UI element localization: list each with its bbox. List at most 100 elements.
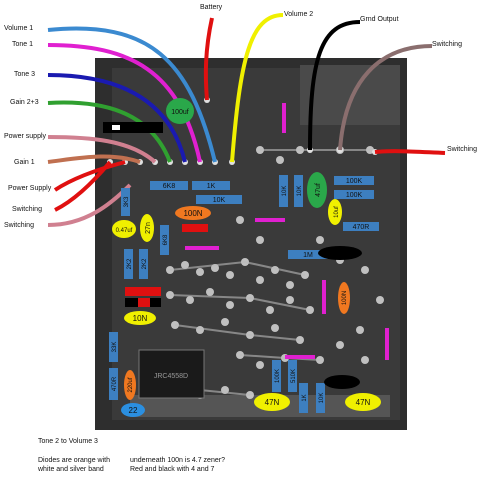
res-6k8-top — [150, 181, 188, 190]
label-gain23: Gain 2+3 — [10, 99, 39, 106]
cap-27n — [140, 214, 154, 242]
wire-switching-l1 — [54, 160, 112, 212]
res-470r-low — [109, 368, 118, 400]
cap-22 — [121, 403, 145, 417]
ic-chip-label: JRC4558D — [154, 373, 188, 380]
label-switching-l1: Switching — [12, 206, 42, 213]
wire-switching-r1 — [338, 44, 433, 151]
wire-gain1 — [47, 154, 141, 164]
cap-047uf-label: 0.47uf — [116, 228, 133, 234]
cap-100uf-label: 100uf — [171, 109, 189, 116]
note-diodes-2: white and silver band — [38, 466, 104, 473]
wire-power2 — [53, 160, 126, 192]
res-100k-low — [272, 360, 281, 392]
jumper-1 — [282, 103, 286, 133]
cap-47uf — [307, 172, 327, 208]
label-switching-l2: Switching — [4, 222, 34, 229]
black-oval-1 — [318, 246, 362, 260]
res-100k-b — [334, 190, 374, 199]
white-strip — [112, 125, 120, 130]
res-10k-low — [316, 383, 325, 413]
cap-100n-top — [175, 206, 211, 220]
res-10k-top-label: 10K — [213, 197, 226, 204]
res-6k8-mid-label: 6K8 — [163, 234, 169, 245]
wire-volume1 — [47, 26, 217, 163]
note-zener-2: Red and black with 4 and 7 — [130, 466, 215, 473]
res-2k2-a — [124, 249, 133, 279]
wire-battery — [203, 17, 214, 101]
wire-gain23 — [47, 100, 172, 163]
res-470r — [343, 222, 379, 231]
res-10k-mid-label: 10K — [282, 186, 288, 197]
res-470r-label: 470R — [353, 224, 370, 231]
res-100k-a — [334, 176, 374, 185]
label-power1: Power supply — [4, 133, 47, 140]
res-10k-mid — [279, 175, 288, 207]
res-33k — [109, 332, 118, 362]
cap-47n-a — [254, 393, 290, 411]
res-6k8-top-label: 6K8 — [163, 183, 176, 190]
res-10k-top — [196, 195, 242, 204]
cap-27n-label: 27n — [145, 222, 152, 234]
cap-47uf-label: 47uf — [315, 183, 322, 197]
wire-switching-r2 — [374, 149, 446, 155]
pcb-corner — [300, 65, 400, 125]
label-tone1: Tone 1 — [12, 41, 34, 48]
cap-220uf — [124, 370, 136, 400]
red-black-component-1 — [125, 287, 161, 296]
res-3k3-label: 3K3 — [124, 196, 130, 207]
jumper-6 — [385, 328, 389, 360]
res-3k3 — [121, 188, 130, 216]
res-510k — [288, 360, 297, 392]
cap-47n-a-label: 47N — [265, 398, 280, 407]
wire-power1 — [47, 135, 157, 164]
cap-10uf-label: 10uf — [334, 206, 340, 218]
cap-100uf — [166, 98, 194, 124]
res-1k-low — [299, 383, 308, 413]
note-zener-1: underneath 100n is 4.7 zener? — [130, 457, 225, 464]
res-1m-label: 1M — [303, 252, 313, 259]
label-switching-r1: Switching — [432, 41, 462, 48]
jumper-5 — [285, 355, 315, 359]
cap-047uf — [112, 220, 136, 238]
res-510k-label: 510K — [291, 369, 297, 383]
res-100k-low-label: 100K — [275, 369, 281, 383]
res-2k2-b — [139, 249, 148, 279]
res-10k-low-label: 10K — [319, 393, 325, 404]
res-470r-low-label: 470R — [112, 376, 118, 391]
label-grnd-output: Grnd Output — [360, 16, 399, 23]
cap-100n-top-label: 100N — [183, 209, 202, 218]
jumper-3 — [185, 246, 219, 250]
cap-100n-right-label: 100N — [342, 291, 348, 305]
res-2k2-b-label: 2K2 — [142, 258, 148, 269]
label-power2: Power Supply — [8, 185, 52, 192]
res-1k-top — [192, 181, 230, 190]
cap-22-label: 22 — [129, 406, 138, 415]
res-2k2-a-label: 2K2 — [127, 258, 133, 269]
res-100k-a-label: 100K — [346, 178, 363, 185]
label-gain1: Gain 1 — [14, 159, 35, 166]
wire-volume2 — [230, 13, 284, 163]
res-1k-low-label: 1K — [302, 394, 308, 401]
cap-100n-right — [338, 282, 350, 314]
note-tone: Tone 2 to Volume 3 — [38, 438, 98, 445]
label-volume2: Volume 2 — [284, 11, 314, 18]
cap-10n-label: 10N — [133, 314, 148, 323]
res-33k-label: 33K — [112, 342, 118, 353]
cap-10uf — [328, 199, 342, 225]
res-6k8-mid — [160, 225, 169, 255]
cap-10n — [124, 311, 156, 325]
wire-tone3 — [47, 73, 187, 163]
wire-grnd — [308, 20, 361, 151]
label-volume1: Volume 1 — [4, 25, 34, 32]
zener-under-100n — [182, 224, 208, 232]
label-battery: Battery — [200, 4, 223, 11]
label-tone3: Tone 3 — [14, 71, 36, 78]
red-black-component-3 — [138, 298, 150, 307]
black-strip — [103, 122, 163, 133]
cap-47n-b — [345, 393, 381, 411]
cap-47n-b-label: 47N — [356, 398, 371, 407]
res-10k-mid2-label: 10K — [297, 186, 303, 197]
black-oval-2 — [324, 375, 360, 389]
